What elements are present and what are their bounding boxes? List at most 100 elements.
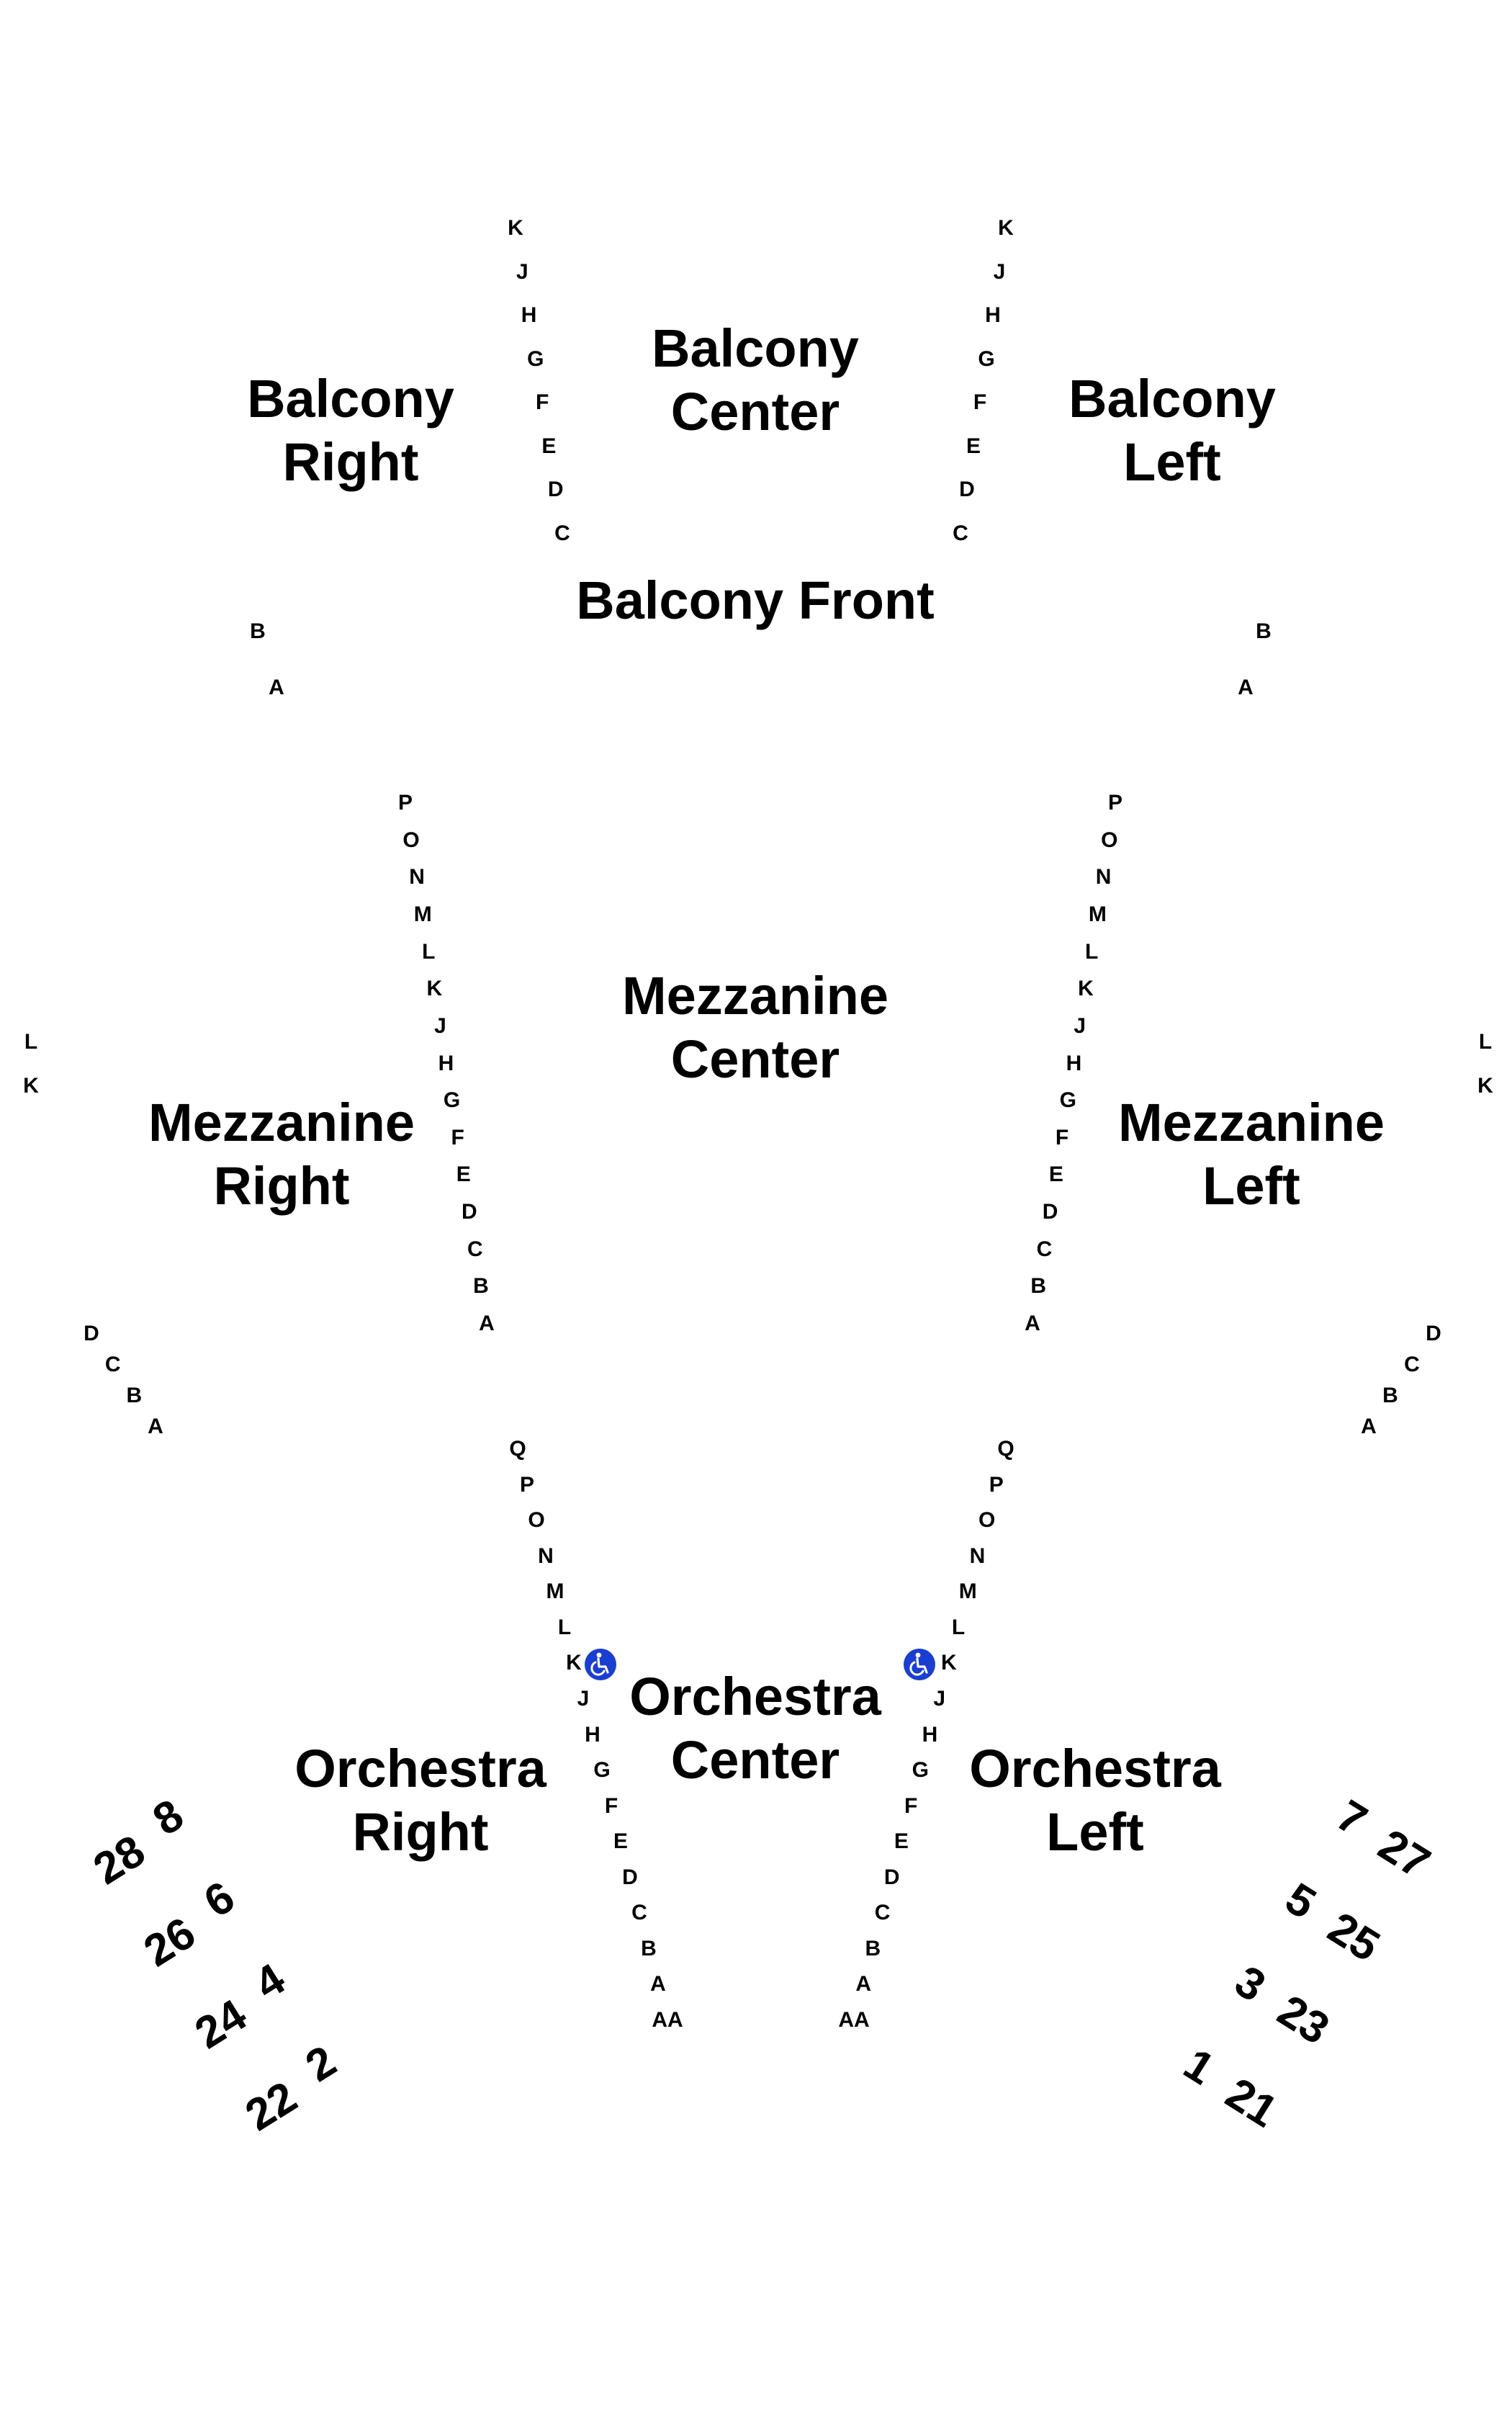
row-label[interactable]: K bbox=[23, 1074, 39, 1098]
section-balcony-front[interactable]: Balcony Front bbox=[576, 570, 935, 630]
row-label[interactable]: P bbox=[519, 1472, 535, 1497]
row-label[interactable]: N bbox=[538, 1543, 554, 1568]
row-label[interactable]: P bbox=[397, 791, 413, 815]
row-label[interactable]: B bbox=[1256, 619, 1272, 643]
row-label[interactable]: A bbox=[479, 1312, 495, 1335]
section-mezzanine-left[interactable]: Mezzanine Left bbox=[1117, 1093, 1385, 1216]
row-label[interactable]: B bbox=[1030, 1274, 1047, 1299]
row-label[interactable]: C bbox=[104, 1353, 121, 1376]
row-label[interactable]: N bbox=[969, 1543, 986, 1568]
row-label[interactable]: C bbox=[953, 521, 968, 545]
row-label[interactable]: C bbox=[631, 1901, 647, 1925]
row-label[interactable]: F bbox=[604, 1793, 618, 1818]
row-label[interactable]: O bbox=[1101, 828, 1118, 852]
row-label[interactable]: G bbox=[443, 1088, 461, 1113]
wheelchair-icon[interactable] bbox=[584, 1648, 617, 1681]
row-label[interactable]: D bbox=[883, 1865, 900, 1889]
row-label[interactable]: D bbox=[547, 478, 564, 502]
row-label[interactable]: D bbox=[84, 1322, 99, 1345]
row-label[interactable]: M bbox=[1088, 902, 1107, 926]
row-label[interactable]: B bbox=[473, 1274, 489, 1299]
wheelchair-icon[interactable] bbox=[903, 1648, 936, 1681]
row-label[interactable]: F bbox=[1055, 1125, 1069, 1150]
row-label[interactable]: H bbox=[438, 1051, 454, 1075]
row-label[interactable]: J bbox=[577, 1686, 590, 1711]
row-label[interactable]: G bbox=[912, 1758, 929, 1783]
row-label[interactable]: F bbox=[904, 1793, 918, 1818]
row-label[interactable]: A bbox=[148, 1415, 163, 1438]
row-label[interactable]: H bbox=[1066, 1051, 1082, 1075]
row-label[interactable]: D bbox=[1426, 1322, 1441, 1345]
row-label[interactable]: L bbox=[422, 939, 436, 964]
row-label[interactable]: A bbox=[855, 1972, 872, 1996]
row-label[interactable]: K bbox=[1078, 977, 1094, 1001]
row-label[interactable]: L bbox=[951, 1615, 966, 1639]
row-label[interactable]: L bbox=[557, 1615, 572, 1639]
row-label[interactable]: K bbox=[941, 1651, 957, 1675]
row-label[interactable]: M bbox=[958, 1579, 977, 1604]
row-label[interactable]: O bbox=[528, 1508, 545, 1533]
row-label[interactable]: A bbox=[1361, 1415, 1377, 1438]
row-label[interactable]: L bbox=[1084, 939, 1099, 964]
row-label[interactable]: H bbox=[585, 1722, 600, 1747]
row-label[interactable]: Q bbox=[509, 1437, 526, 1461]
row-label[interactable]: G bbox=[978, 346, 995, 371]
row-label[interactable]: J bbox=[1074, 1013, 1086, 1038]
row-label[interactable]: H bbox=[922, 1722, 938, 1747]
section-mezzanine-right[interactable]: Mezzanine Right bbox=[148, 1093, 415, 1216]
row-label[interactable]: P bbox=[1107, 791, 1123, 815]
row-label[interactable]: C bbox=[1036, 1237, 1053, 1261]
row-label[interactable]: K bbox=[998, 216, 1014, 240]
row-label[interactable]: E bbox=[966, 434, 981, 458]
row-label[interactable]: K bbox=[1477, 1074, 1493, 1098]
row-label[interactable]: J bbox=[434, 1013, 446, 1038]
row-label[interactable]: D bbox=[461, 1200, 477, 1224]
section-orchestra-right[interactable]: Orchestra Right bbox=[294, 1739, 546, 1862]
row-label[interactable]: H bbox=[521, 303, 537, 328]
row-label[interactable]: N bbox=[1095, 865, 1112, 889]
row-label[interactable]: C bbox=[467, 1237, 483, 1261]
row-label[interactable]: E bbox=[613, 1829, 629, 1854]
row-label[interactable]: A bbox=[650, 1972, 666, 1996]
row-label[interactable]: G bbox=[527, 346, 544, 371]
row-label[interactable]: O bbox=[402, 828, 420, 852]
row-label[interactable]: O bbox=[978, 1508, 996, 1533]
section-balcony-center[interactable]: Balcony Center bbox=[652, 318, 859, 442]
row-label[interactable]: J bbox=[993, 259, 1006, 284]
row-label[interactable]: B bbox=[250, 619, 266, 643]
row-label[interactable]: P bbox=[989, 1472, 1004, 1497]
row-label[interactable]: C bbox=[554, 521, 570, 545]
row-label[interactable]: M bbox=[546, 1579, 564, 1604]
row-label[interactable]: A bbox=[1025, 1312, 1040, 1335]
row-label[interactable]: E bbox=[1048, 1162, 1063, 1187]
row-label[interactable]: B bbox=[641, 1936, 657, 1960]
row-label[interactable]: B bbox=[126, 1384, 143, 1407]
row-label[interactable]: J bbox=[933, 1686, 946, 1711]
row-label[interactable]: D bbox=[622, 1865, 638, 1889]
row-label[interactable]: A bbox=[1238, 676, 1254, 699]
row-label[interactable]: J bbox=[516, 259, 528, 284]
row-label[interactable]: E bbox=[541, 434, 557, 458]
row-label[interactable]: Q bbox=[997, 1437, 1014, 1461]
section-orchestra-left[interactable]: Orchestra Left bbox=[969, 1739, 1221, 1862]
row-label[interactable]: L bbox=[1478, 1030, 1493, 1054]
row-label[interactable]: D bbox=[959, 478, 975, 502]
row-label[interactable]: K bbox=[566, 1651, 582, 1675]
row-label[interactable]: L bbox=[24, 1030, 38, 1054]
section-balcony-right[interactable]: Balcony Right bbox=[247, 369, 454, 492]
section-orchestra-center[interactable]: Orchestra Center bbox=[629, 1667, 881, 1790]
row-label[interactable]: C bbox=[874, 1901, 891, 1925]
row-label[interactable]: F bbox=[451, 1125, 464, 1150]
row-label[interactable]: K bbox=[508, 216, 523, 240]
row-label[interactable]: A bbox=[269, 676, 284, 699]
row-label[interactable]: H bbox=[985, 303, 1001, 328]
row-label[interactable]: B bbox=[865, 1936, 881, 1960]
row-label[interactable]: D bbox=[1042, 1200, 1058, 1224]
row-label[interactable]: G bbox=[593, 1758, 611, 1783]
row-label[interactable]: E bbox=[456, 1162, 471, 1187]
row-label[interactable]: N bbox=[409, 865, 425, 889]
row-label[interactable]: M bbox=[413, 902, 432, 926]
section-balcony-left[interactable]: Balcony Left bbox=[1068, 369, 1276, 492]
row-label[interactable]: F bbox=[535, 390, 549, 415]
row-label[interactable]: F bbox=[973, 390, 987, 415]
